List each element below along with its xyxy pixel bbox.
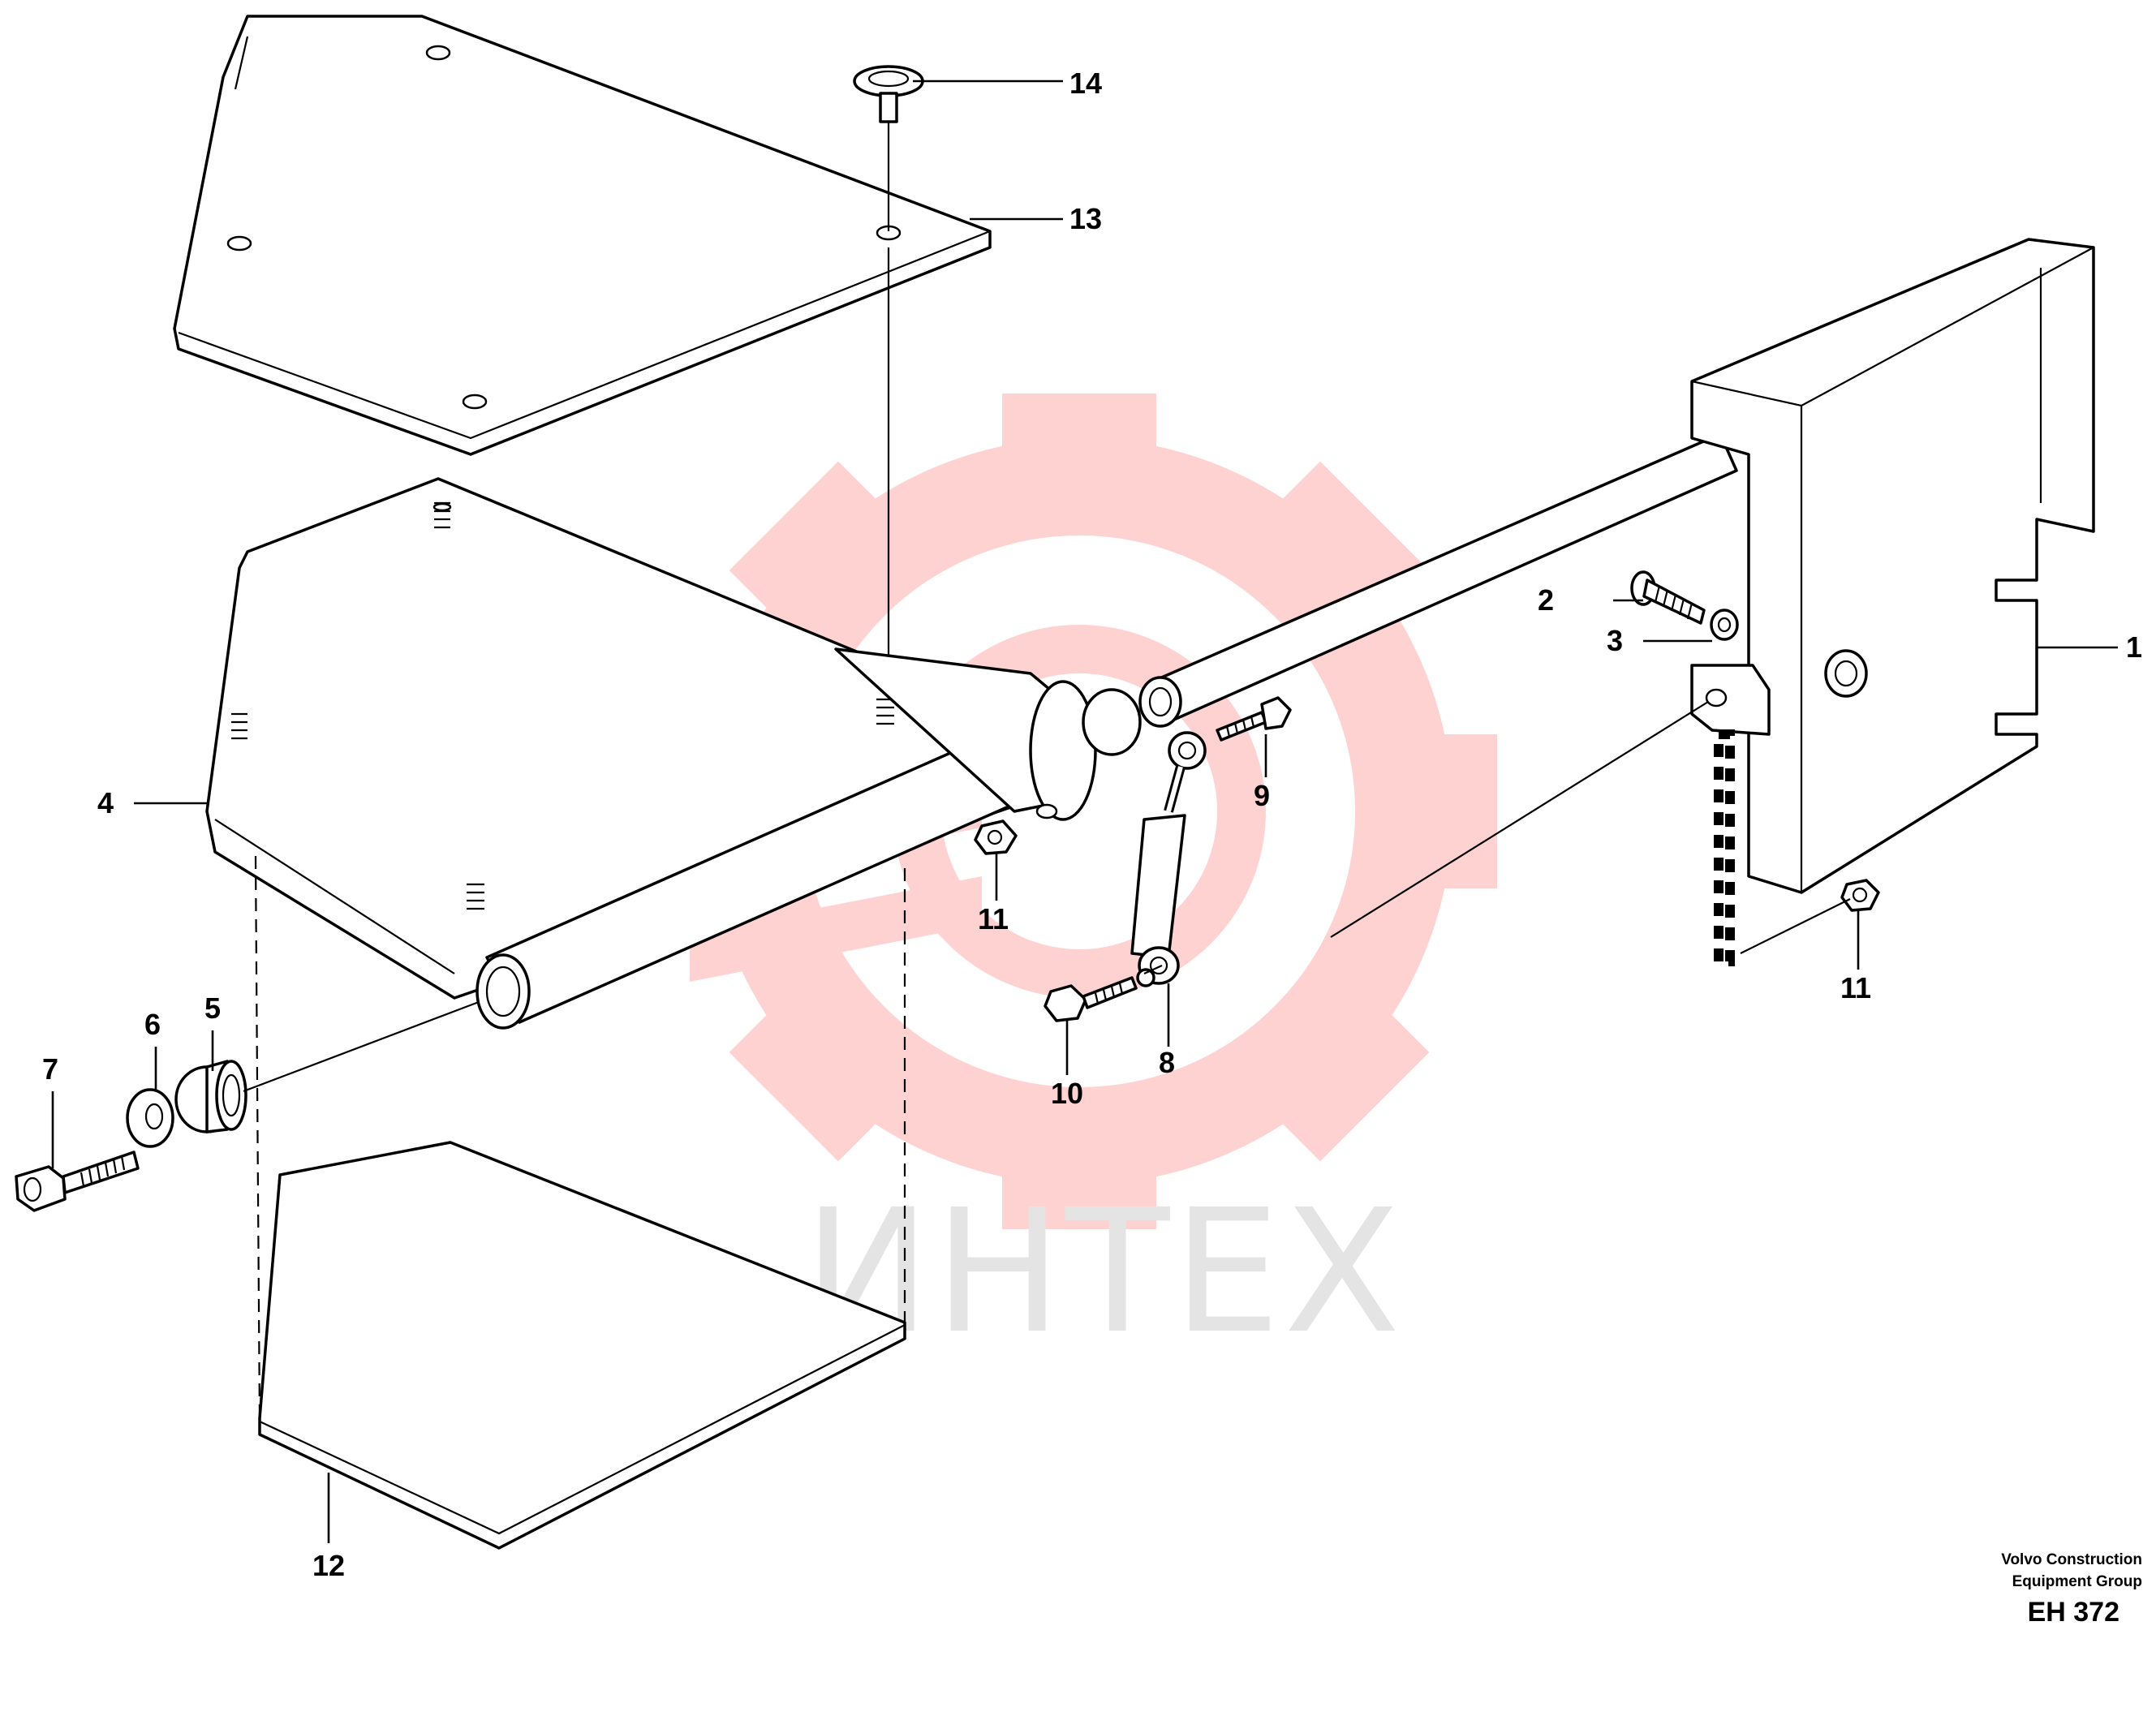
gas-strut (1130, 731, 1207, 985)
callout-11-right: 11 (1840, 971, 1871, 1004)
strut-bolt-upper (1216, 696, 1292, 742)
seat-pad (258, 1141, 906, 1550)
callout-4: 4 (97, 786, 114, 819)
title-block: Volvo Construction Equipment Group EH 37… (2001, 1551, 2142, 1628)
callout-3: 3 (1607, 624, 1623, 657)
cap-screw (15, 1151, 140, 1212)
bushing (174, 1060, 247, 1133)
callout-13: 13 (1069, 202, 1102, 235)
screw-and-washer (1630, 570, 1739, 641)
strut-bolt-lower (1044, 968, 1155, 1022)
callout-9: 9 (1254, 779, 1270, 812)
top-cover-plate (173, 15, 992, 456)
brand-line-1: Volvo Construction (2001, 1551, 2142, 1568)
callout-11-left: 11 (978, 902, 1009, 935)
flat-washer (126, 1088, 174, 1148)
callout-6: 6 (144, 1008, 161, 1041)
side-bracket (1690, 238, 2095, 966)
callout-12: 12 (312, 1549, 345, 1582)
callout-8: 8 (1159, 1046, 1175, 1079)
push-rivet (853, 65, 924, 673)
callout-1: 1 (2126, 630, 2142, 664)
pivot-shaft (1138, 432, 1738, 728)
callout-14: 14 (1069, 67, 1102, 100)
drawing-code: EH 372 (2028, 1597, 2119, 1628)
leader-lines (51, 80, 2118, 1543)
brand-line-2: Equipment Group (2012, 1573, 2142, 1590)
callouts: 14 13 2 3 1 4 9 11 11 8 10 5 6 7 12 (42, 67, 2142, 1582)
callout-7: 7 (42, 1052, 58, 1086)
callout-10: 10 (1051, 1077, 1083, 1110)
callout-5: 5 (204, 991, 221, 1025)
nut-left (974, 819, 1018, 855)
nut-right (1840, 879, 1880, 912)
callout-2: 2 (1538, 583, 1554, 617)
hinge-tube (476, 647, 1142, 1030)
seat-frame-plate (205, 477, 1048, 1000)
assembly-lines (243, 701, 1851, 1421)
